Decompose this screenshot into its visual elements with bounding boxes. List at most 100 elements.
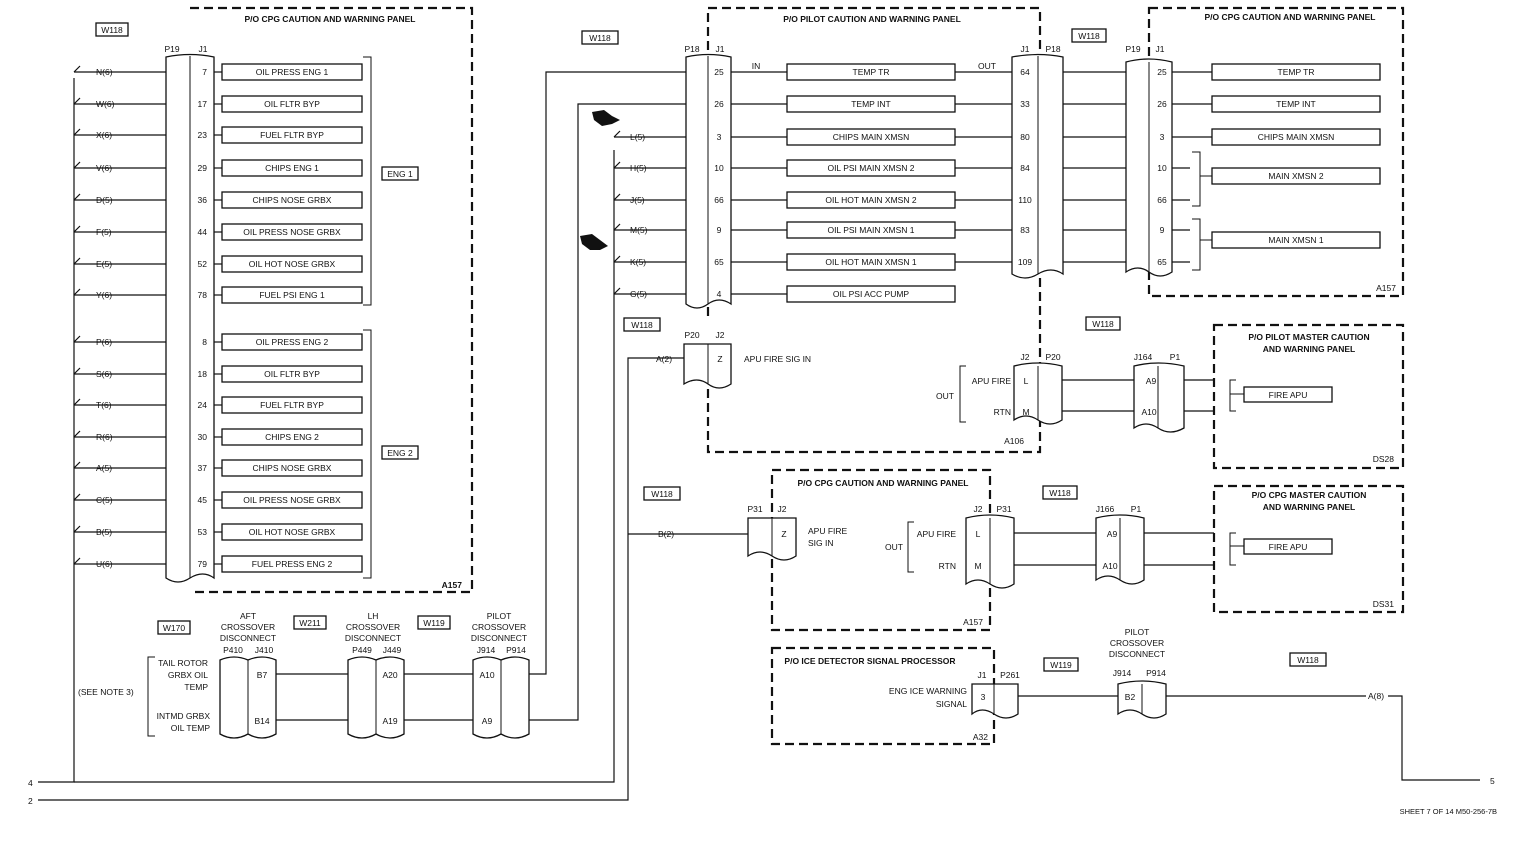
- pilot-signal-label: CHIPS MAIN XMSN: [833, 132, 910, 142]
- pilot-disc-label-2: CROSSOVER: [472, 622, 526, 632]
- pin-label: 8: [202, 337, 207, 347]
- connector-p18-right: P18: [1045, 44, 1060, 54]
- tail-rotor-label-3: TEMP: [184, 682, 208, 692]
- cpg-right-signal-label: CHIPS MAIN XMSN: [1258, 132, 1335, 142]
- connector-j164: J164: [1134, 352, 1153, 362]
- pin-m: M: [1022, 407, 1029, 417]
- cpg-right-signal-box: [1211, 128, 1381, 146]
- wire-label: T(6): [96, 400, 112, 410]
- signal-box: [221, 365, 363, 383]
- see-note-label: (SEE NOTE 3): [78, 687, 134, 697]
- pilot-pin-out: 109: [1018, 257, 1032, 267]
- lh-label-2: CROSSOVER: [346, 622, 400, 632]
- in-label: IN: [752, 61, 761, 71]
- left-bus: 4 2: [28, 78, 629, 806]
- cpg-right-title: P/O CPG CAUTION AND WARNING PANEL: [1205, 12, 1376, 22]
- ice-p914: P914: [1146, 668, 1166, 678]
- wire-label: S(6): [96, 369, 112, 379]
- ice-detector-section: P/O ICE DETECTOR SIGNAL PROCESSOR A32 EN…: [770, 627, 1495, 786]
- pointing-hand-icon: [580, 234, 608, 250]
- ice-connector: [971, 683, 1019, 719]
- pilot-signal-label: TEMP INT: [851, 99, 891, 109]
- connector-j166: J166: [1096, 504, 1115, 514]
- signal-label: OIL FLTR BYP: [264, 369, 320, 379]
- cpg-apu-ref: A157: [963, 617, 983, 627]
- lh-label-3: DISCONNECT: [345, 633, 401, 643]
- out-label-apu: OUT: [885, 542, 903, 552]
- pilot-pin-out: 110: [1018, 195, 1032, 205]
- edge-ref-2: 2: [28, 796, 33, 806]
- signal-box: [221, 63, 363, 81]
- pilot-wire-label: M(5): [630, 225, 648, 235]
- intmd-label-1: INTMD GRBX: [157, 711, 211, 721]
- pilot-pin-in: 25: [714, 67, 724, 77]
- apu-fire-label-apu: APU FIRE: [917, 529, 957, 539]
- pilot-panel-ref: A106: [1004, 436, 1024, 446]
- pilot-pin-in: 26: [714, 99, 724, 109]
- aft-p410: P410: [223, 645, 243, 655]
- signal-label: CHIPS ENG 2: [265, 432, 319, 442]
- signal-label: OIL PRESS NOSE GRBX: [243, 227, 341, 237]
- wire-label: Y(6): [96, 290, 112, 300]
- signal-box: [221, 126, 363, 144]
- ice-p261: P261: [1000, 670, 1020, 680]
- aft-j410: J410: [255, 645, 274, 655]
- out-label: OUT: [978, 61, 996, 71]
- signal-box: [221, 159, 363, 177]
- apu-fire-sig-1: APU FIRE: [808, 526, 848, 536]
- connector-p1-cm: P1: [1131, 504, 1142, 514]
- apu-fire-label: APU FIRE: [972, 376, 1012, 386]
- signal-label: FUEL PRESS ENG 2: [252, 559, 333, 569]
- signal-box: [221, 396, 363, 414]
- cpg-panel-ref: A157: [442, 580, 463, 590]
- ice-disc-2: CROSSOVER: [1110, 638, 1164, 648]
- apu-fire-sig-in: APU FIRE SIG IN: [744, 354, 811, 364]
- signal-label: FUEL FLTR BYP: [260, 130, 324, 140]
- signal-label: OIL HOT NOSE GRBX: [249, 527, 336, 537]
- cpg-caution-panel: P/O CPG CAUTION AND WARNING PANEL A157 W…: [73, 6, 474, 594]
- aft-pin-b14: B14: [254, 716, 269, 726]
- cpg-master-caution: W118 J166 P1 A9 A10 P/O CPG MASTER CAUTI…: [1014, 484, 1405, 614]
- cpg-right-pin: 10: [1157, 163, 1167, 173]
- pilot-pin-out: 84: [1020, 163, 1030, 173]
- cable-tag-w211: W211: [299, 618, 321, 628]
- connector-p31-out: P31: [996, 504, 1011, 514]
- signal-box: [221, 333, 363, 351]
- cable-tag-w118-cm: W118: [1049, 488, 1071, 498]
- ice-j914: J914: [1113, 668, 1132, 678]
- wire-label: A(5): [96, 463, 112, 473]
- signal-box: [221, 523, 363, 541]
- connector-j2-apu-out: J2: [974, 504, 983, 514]
- pilot-signal-label: OIL HOT MAIN XMSN 2: [825, 195, 916, 205]
- edge-ref-5: 5: [1490, 776, 1495, 786]
- signal-label: OIL FLTR BYP: [264, 99, 320, 109]
- pilot-signal-label: OIL HOT MAIN XMSN 1: [825, 257, 916, 267]
- ice-j1: J1: [978, 670, 987, 680]
- cpg-master-title-2: AND WARNING PANEL: [1263, 502, 1355, 512]
- signal-label: OIL PRESS ENG 1: [256, 67, 329, 77]
- signal-label: FUEL PSI ENG 1: [259, 290, 325, 300]
- signal-box: [221, 95, 363, 113]
- pin-label: 7: [202, 67, 207, 77]
- signal-box: [221, 191, 363, 209]
- rtn-label: RTN: [994, 407, 1011, 417]
- sheet-label: SHEET 7 OF 14 M50-256-7B: [1400, 807, 1497, 816]
- pilot-disc-label-3: DISCONNECT: [471, 633, 527, 643]
- pilot-signal-label: OIL PSI MAIN XMSN 1: [827, 225, 914, 235]
- signal-label: OIL PRESS NOSE GRBX: [243, 495, 341, 505]
- wire-label: W(6): [96, 99, 115, 109]
- pilot-pin-out: 83: [1020, 225, 1030, 235]
- cpg-right-pin: 26: [1157, 99, 1167, 109]
- eng-ice-2: SIGNAL: [936, 699, 967, 709]
- pointing-hand-icon: [592, 110, 620, 126]
- cpg-right-pin: 65: [1157, 257, 1167, 267]
- pin-a10-cm: A10: [1102, 561, 1117, 571]
- signal-label: CHIPS NOSE GRBX: [253, 195, 332, 205]
- main-xmsn-1: MAIN XMSN 1: [1268, 235, 1324, 245]
- pin-z-apu: Z: [781, 529, 786, 539]
- connector-j2: J2: [716, 330, 725, 340]
- edge-ref-4: 4: [28, 778, 33, 788]
- pilot-master-title-2: AND WARNING PANEL: [1263, 344, 1355, 354]
- pilot-disc-pin-a10: A10: [479, 670, 494, 680]
- ice-detector-ref: A32: [973, 732, 988, 742]
